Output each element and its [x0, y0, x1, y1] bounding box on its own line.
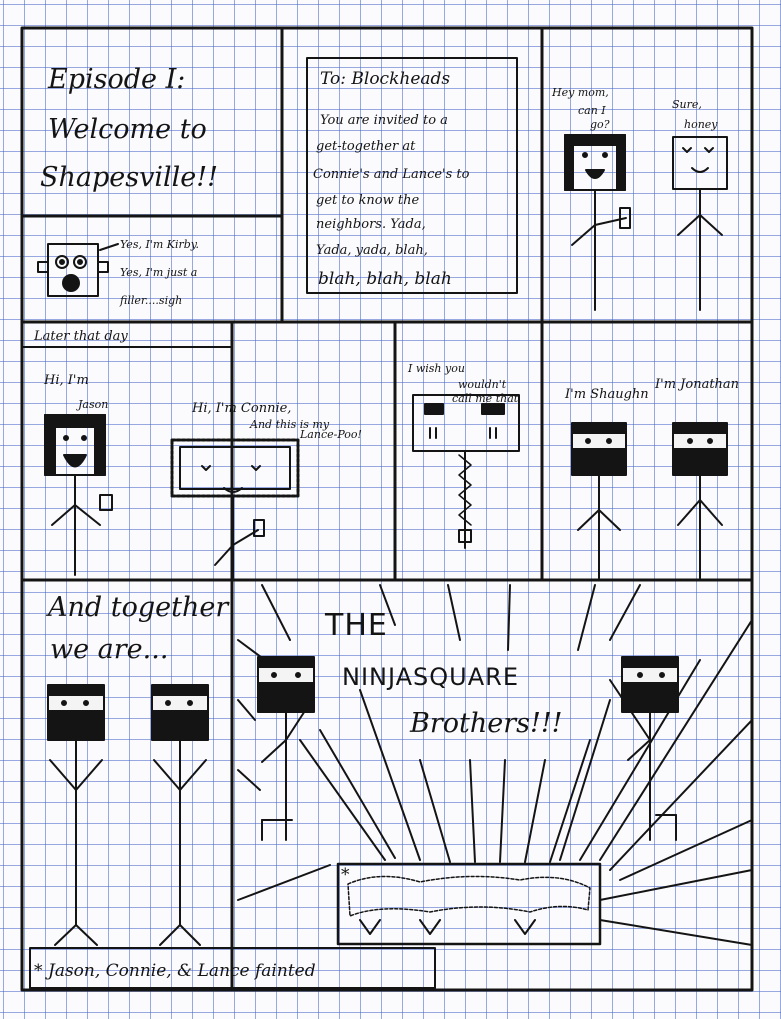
ninja-figure-left — [47, 684, 105, 946]
letter-line: You are invited to a — [320, 113, 448, 128]
caption-fainted: * Jason, Connie, & Lance fainted — [29, 947, 436, 989]
kirby-figure — [37, 243, 119, 297]
lance-figure — [412, 394, 520, 549]
letter-line: blah, blah, blah — [318, 269, 452, 289]
kirby-speech: filler....sigh — [119, 294, 182, 307]
together-panel: And together we are... — [45, 592, 230, 946]
kirby-speech: Yes, I'm Kirby. — [120, 238, 199, 251]
letter-line: get to know the — [316, 193, 419, 208]
connie-speech: And this is my — [249, 418, 330, 431]
jonathan-speech: I'm Jonathan — [654, 377, 739, 392]
shaughn-figure — [571, 422, 627, 579]
invitation-letter: To: Blockheads You are invited to a get-… — [306, 57, 518, 294]
husband-speech: go? — [590, 118, 610, 131]
title-line-3: Shapesville!! — [40, 162, 218, 193]
title-line-1: Episode I: — [47, 64, 185, 95]
couple-panel: Hey mom, can I go? Sure, honey — [551, 86, 728, 311]
footnote-mark: * — [341, 865, 350, 885]
jonathan-figure — [672, 422, 728, 579]
reveal-line-2: NINJASQUARE — [342, 663, 519, 691]
connie-speech: Hi, I'm Connie, — [191, 401, 291, 416]
lance-speech: wouldn't — [458, 378, 507, 391]
fainted-pile: * — [336, 862, 602, 946]
caption-later: Later that day — [21, 321, 233, 348]
episode-title: Episode I: Welcome to Shapesville!! — [40, 64, 218, 193]
kirby-speech: Yes, I'm just a — [120, 266, 197, 279]
husband-figure — [564, 134, 631, 311]
reveal-panel: THE NINJASQUARE Brothers!!! — [237, 584, 753, 946]
letter-header: To: Blockheads — [320, 69, 450, 89]
kirby-panel: Yes, I'm Kirby. Yes, I'm just a filler..… — [37, 238, 199, 307]
lance-panel: I wish you wouldn't call me that — [407, 362, 520, 549]
wife-speech: honey — [684, 118, 718, 131]
reveal-line-3: Brothers!!! — [409, 708, 563, 739]
jason-connie-panel: Hi, I'm Jason Hi, I'm Connie, And this i… — [43, 373, 362, 579]
jason-figure — [44, 414, 113, 576]
caption-fainted-mark: * — [34, 961, 43, 981]
ninja-figure-far-right — [609, 656, 679, 841]
together-line-1: And together — [45, 592, 230, 623]
letter-line: neighbors. Yada, — [316, 217, 426, 232]
jason-speech: Jason — [76, 398, 108, 411]
connie-speech: Lance-Poo! — [299, 428, 362, 441]
lance-speech: I wish you — [407, 362, 465, 375]
husband-speech: Hey mom, — [551, 86, 609, 99]
wife-figure — [672, 136, 728, 311]
caption-later-text: Later that day — [33, 329, 128, 344]
ninja-figure-center — [257, 656, 315, 841]
connie-figure — [170, 438, 300, 579]
letter-line: get-together at — [316, 139, 416, 154]
burst-lines — [237, 584, 753, 946]
letter-border — [306, 57, 518, 294]
jason-speech: Hi, I'm — [43, 373, 89, 388]
caption-fainted-text: Jason, Connie, & Lance fainted — [45, 961, 316, 981]
title-line-2: Welcome to — [48, 114, 207, 145]
letter-line: Yada, yada, blah, — [316, 243, 428, 258]
brothers-panel: I'm Shaughn I'm Jonathan — [564, 377, 739, 579]
wife-speech: Sure, — [672, 98, 702, 111]
together-line-2: we are... — [50, 634, 168, 665]
shaughn-speech: I'm Shaughn — [564, 387, 649, 402]
letter-line: Connie's and Lance's to — [313, 167, 470, 182]
reveal-line-1: THE — [324, 608, 388, 643]
husband-speech: can I — [578, 104, 606, 117]
ninja-figure-right — [151, 684, 209, 946]
